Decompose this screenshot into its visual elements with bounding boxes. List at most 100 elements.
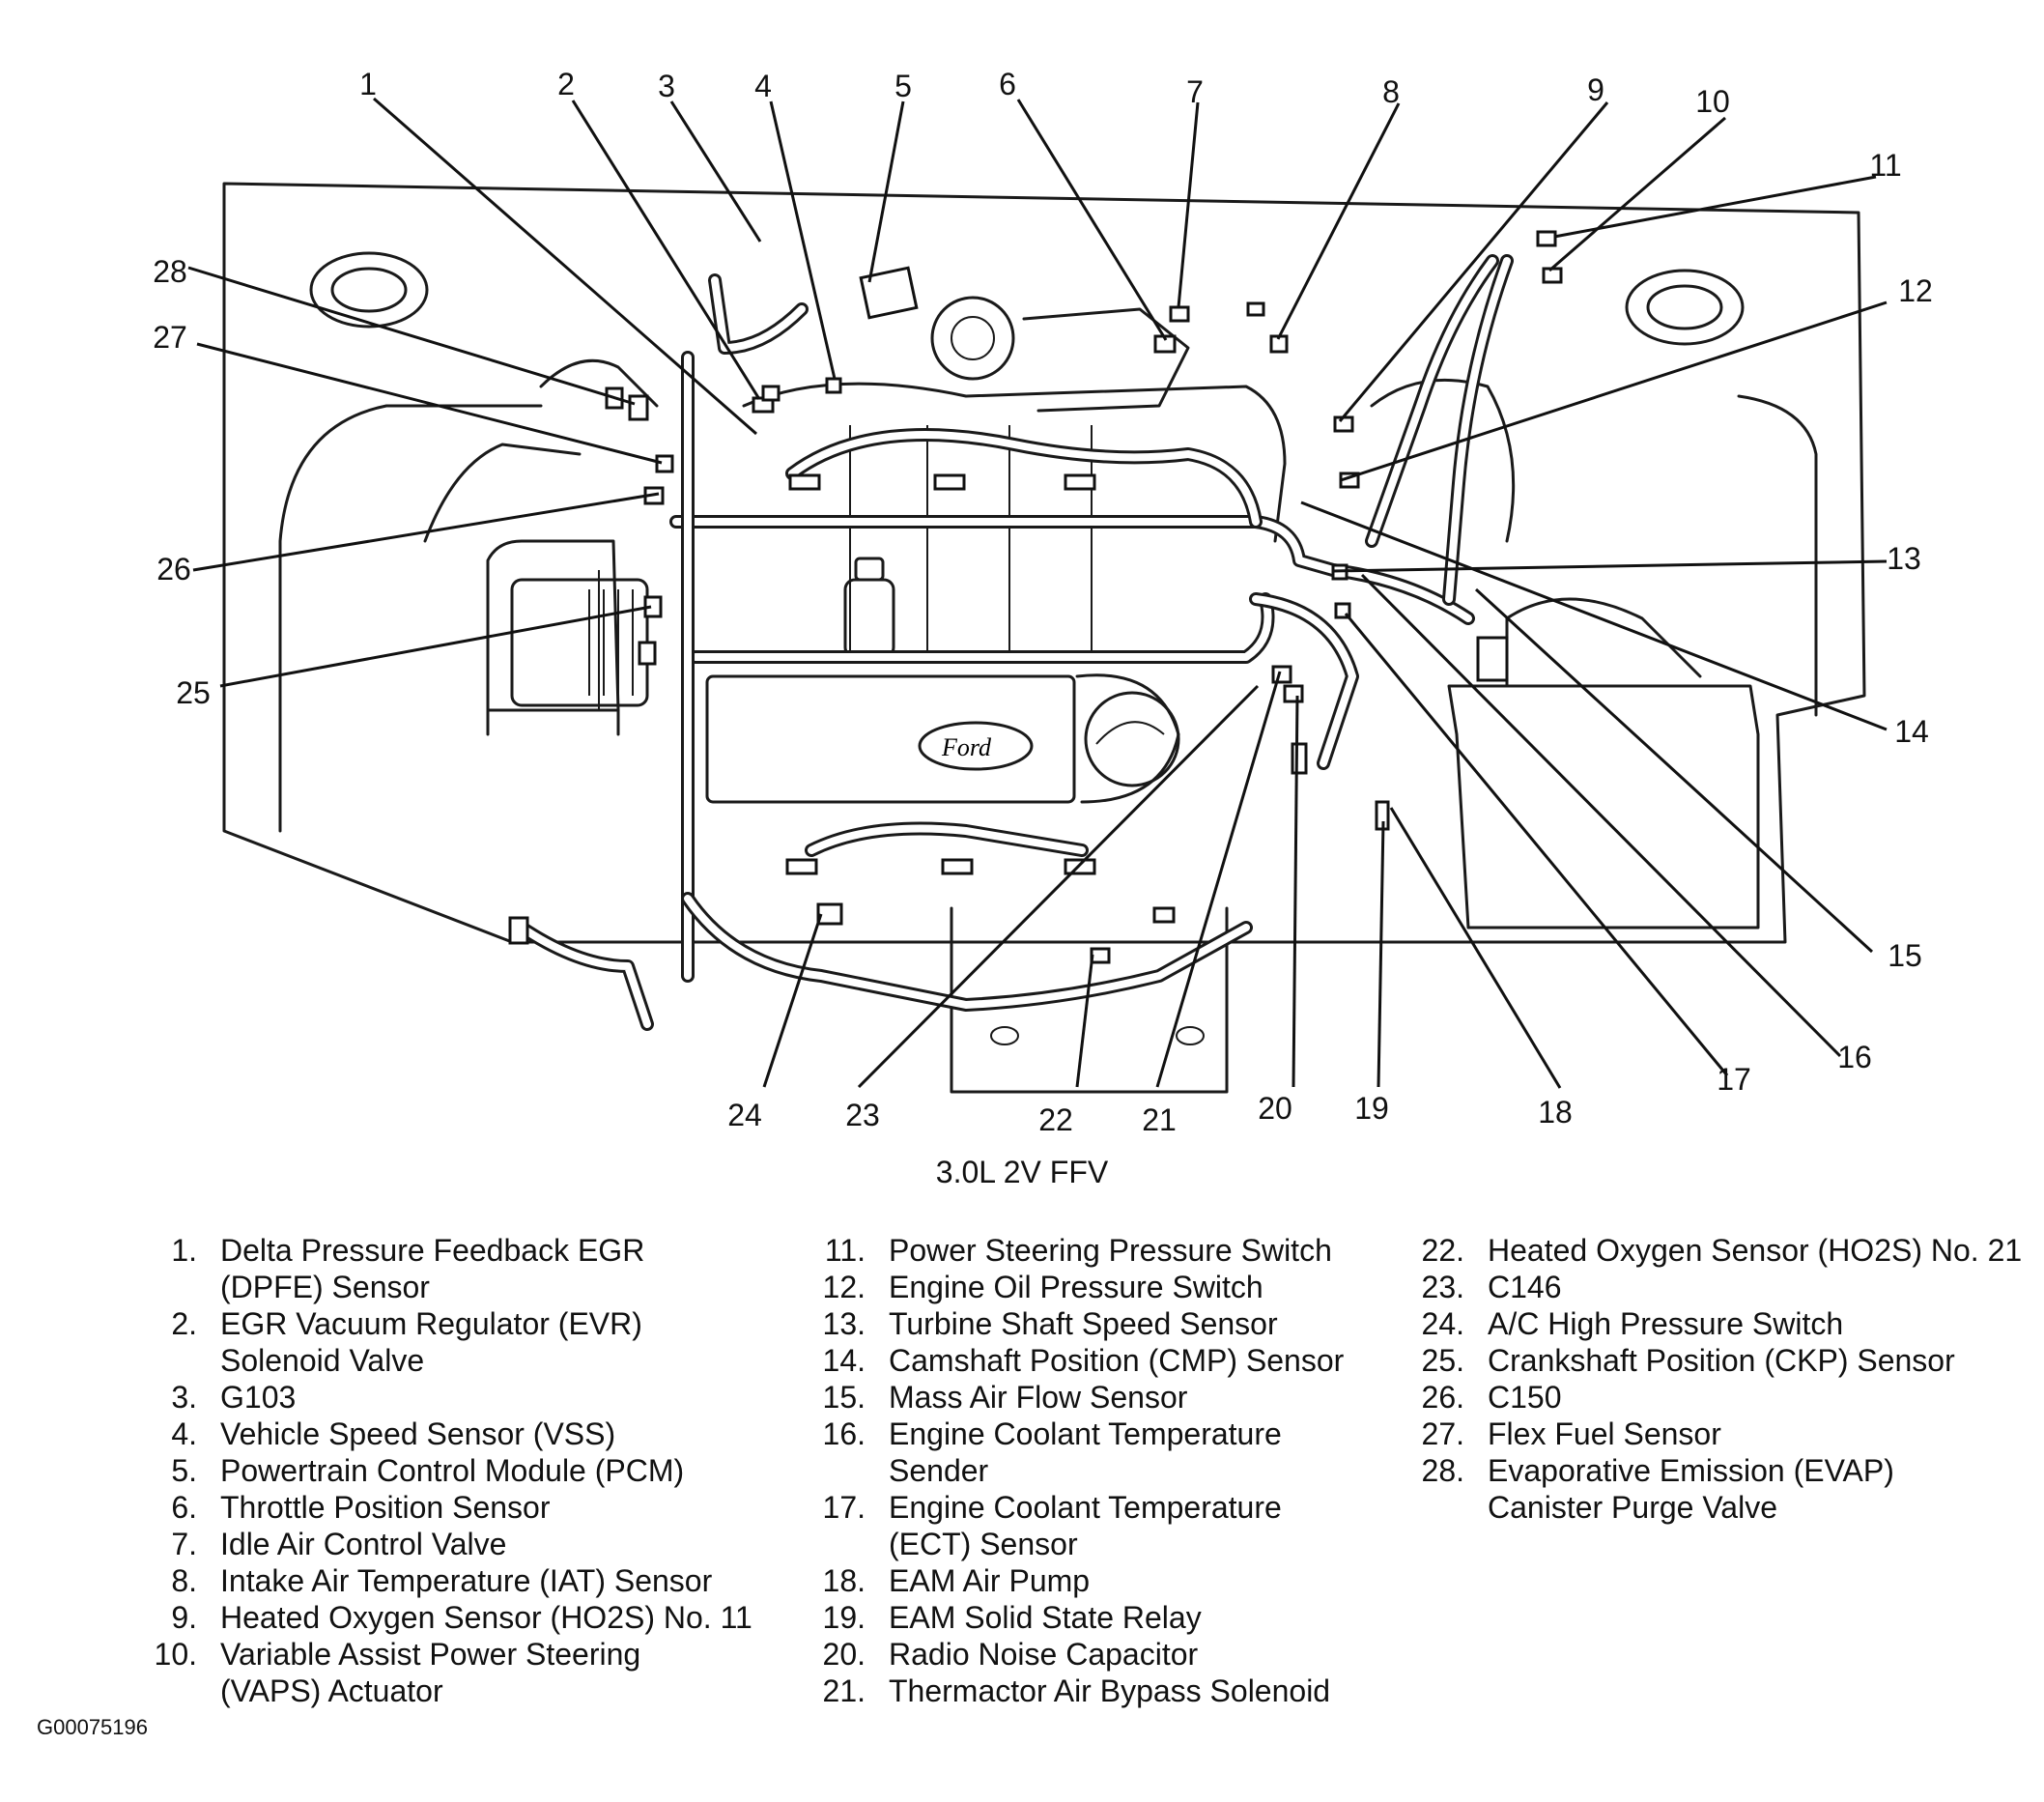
callout-numbers: 1 2 3 4 5 6 7 8 9 10 11 12 13 14 15 16 1… <box>153 67 1933 1137</box>
callout-28: 28 <box>153 254 187 289</box>
callout-25: 25 <box>176 675 211 710</box>
legend-text: Engine Coolant Temperature Sender <box>889 1416 1282 1488</box>
legend-number: 3. <box>171 1380 197 1415</box>
callout-17: 17 <box>1717 1062 1751 1097</box>
legend-text: Camshaft Position (CMP) Sensor <box>889 1343 1345 1378</box>
legend-item: 27. Flex Fuel Sensor <box>1391 1416 2044 1452</box>
legend-number: 21. <box>822 1673 866 1708</box>
legend-text: Flex Fuel Sensor <box>1488 1416 1721 1451</box>
legend-column-1: 1.Delta Pressure Feedback EGR (DPFE) Sen… <box>124 1232 800 1709</box>
legend-number: 10. <box>154 1637 197 1672</box>
legend-item: 17.Engine Coolant Temperature (ECT) Sens… <box>792 1489 1372 1562</box>
figure-id: G00075196 <box>37 1715 148 1739</box>
legend-number: 7. <box>171 1527 197 1561</box>
wiring-harness <box>515 254 1514 1031</box>
legend-text: EGR Vacuum Regulator (EVR) Solenoid Valv… <box>220 1306 642 1378</box>
component-connectors <box>508 230 1563 964</box>
legend-text: Mass Air Flow Sensor <box>889 1380 1188 1415</box>
legend-item: 11.Power Steering Pressure Switch <box>792 1232 1372 1269</box>
callout-10: 10 <box>1695 84 1730 119</box>
ford-logo: Ford <box>941 733 992 761</box>
callout-9: 9 <box>1587 72 1604 107</box>
callout-leaders <box>187 97 1888 1089</box>
legend-text: Crankshaft Position (CKP) Sensor <box>1488 1343 1955 1378</box>
legend-text: Engine Oil Pressure Switch <box>889 1270 1263 1304</box>
legend-item: 21.Thermactor Air Bypass Solenoid <box>792 1673 1372 1709</box>
legend-item: 20. Radio Noise Capacitor <box>792 1636 1372 1673</box>
legend-text: Heated Oxygen Sensor (HO2S) No. 11 <box>220 1600 752 1635</box>
legend-number: 28. <box>1421 1453 1464 1488</box>
legend-item: 16. Engine Coolant Temperature Sender <box>792 1416 1372 1489</box>
legend-number: 5. <box>171 1453 197 1488</box>
legend-item: 3. G103 <box>124 1379 800 1416</box>
legend-number: 9. <box>171 1600 197 1635</box>
legend-number: 14. <box>822 1343 866 1378</box>
legend-item: 2. EGR Vacuum Regulator (EVR) Solenoid Va… <box>124 1305 800 1379</box>
legend-item: 7. Idle Air Control Valve <box>124 1526 800 1562</box>
legend-number: 25. <box>1421 1343 1464 1378</box>
legend-number: 6. <box>171 1490 197 1525</box>
legend-text: Turbine Shaft Speed Sensor <box>889 1306 1278 1341</box>
legend-number: 17. <box>822 1490 866 1525</box>
legend-item: 5. Powertrain Control Module (PCM) <box>124 1452 800 1489</box>
legend-item: 9. Heated Oxygen Sensor (HO2S) No. 11 <box>124 1599 800 1636</box>
legend-item: 19. EAM Solid State Relay <box>792 1599 1372 1636</box>
legend-text: Delta Pressure Feedback EGR (DPFE) Senso… <box>220 1233 645 1304</box>
callout-6: 6 <box>999 67 1016 101</box>
callout-3: 3 <box>658 69 675 103</box>
legend-column-3: 22. Heated Oxygen Sensor (HO2S) No. 21 23… <box>1391 1232 2044 1526</box>
callout-1: 1 <box>359 67 377 101</box>
callout-11: 11 <box>1869 148 1901 183</box>
callout-5: 5 <box>894 69 912 103</box>
legend-number: 15. <box>822 1380 866 1415</box>
legend-item: 6. Throttle Position Sensor <box>124 1489 800 1526</box>
legend-text: Radio Noise Capacitor <box>889 1637 1199 1672</box>
legend-number: 16. <box>822 1416 866 1451</box>
legend-item: 15. Mass Air Flow Sensor <box>792 1379 1372 1416</box>
callout-13: 13 <box>1887 541 1921 576</box>
legend-number: 24. <box>1421 1306 1464 1341</box>
legend-text: Variable Assist Power Steering (VAPS) Ac… <box>220 1637 641 1708</box>
legend-text: EAM Air Pump <box>889 1563 1091 1598</box>
legend-text: Idle Air Control Valve <box>220 1527 507 1561</box>
legend-text: Heated Oxygen Sensor (HO2S) No. 21 <box>1488 1233 2023 1268</box>
legend-item: 18.EAM Air Pump <box>792 1562 1372 1599</box>
legend-text: Throttle Position Sensor <box>220 1490 551 1525</box>
engine-diagram: Ford <box>153 67 1933 1137</box>
legend-item: 13. Turbine Shaft Speed Sensor <box>792 1305 1372 1342</box>
callout-8: 8 <box>1382 74 1400 109</box>
legend-text: Vehicle Speed Sensor (VSS) <box>220 1416 616 1451</box>
legend-number: 2. <box>171 1306 197 1341</box>
legend-number: 13. <box>822 1306 866 1341</box>
legend-number: 19. <box>822 1600 866 1635</box>
legend-item: 1.Delta Pressure Feedback EGR (DPFE) Sen… <box>124 1232 800 1305</box>
legend-item: 22. Heated Oxygen Sensor (HO2S) No. 21 <box>1391 1232 2044 1269</box>
legend-number: 27. <box>1421 1416 1464 1451</box>
engine-compartment-art: Ford <box>222 182 1866 1094</box>
callout-15: 15 <box>1888 938 1922 973</box>
callout-4: 4 <box>754 69 772 103</box>
legend-item: 8.Intake Air Temperature (IAT) Sensor <box>124 1562 800 1599</box>
legend-text: Power Steering Pressure Switch <box>889 1233 1332 1268</box>
callout-20: 20 <box>1258 1091 1292 1126</box>
legend-column-2: 11.Power Steering Pressure Switch 12.Eng… <box>792 1232 1372 1709</box>
callout-19: 19 <box>1354 1091 1389 1126</box>
legend-item: 23.C146 <box>1391 1269 2044 1305</box>
legend-text: Powertrain Control Module (PCM) <box>220 1453 685 1488</box>
legend-text: EAM Solid State Relay <box>889 1600 1202 1635</box>
legend-item: 25. Crankshaft Position (CKP) Sensor <box>1391 1342 2044 1379</box>
legend-number: 20. <box>822 1637 866 1672</box>
legend-number: 22. <box>1421 1233 1464 1268</box>
callout-21: 21 <box>1142 1102 1177 1137</box>
legend-item: 12.Engine Oil Pressure Switch <box>792 1269 1372 1305</box>
legend-item: 10. Variable Assist Power Steering (VAPS)… <box>124 1636 800 1709</box>
legend-number: 4. <box>171 1416 197 1451</box>
callout-14: 14 <box>1894 714 1929 749</box>
legend-item: 26.C150 <box>1391 1379 2044 1416</box>
callout-23: 23 <box>845 1098 880 1132</box>
legend-text: G103 <box>220 1380 297 1415</box>
legend-number: 23. <box>1421 1270 1464 1304</box>
callout-2: 2 <box>557 67 575 101</box>
legend-text: Evaporative Emission (EVAP) Canister Pur… <box>1488 1453 1894 1525</box>
legend-item: 4. Vehicle Speed Sensor (VSS) <box>124 1416 800 1452</box>
